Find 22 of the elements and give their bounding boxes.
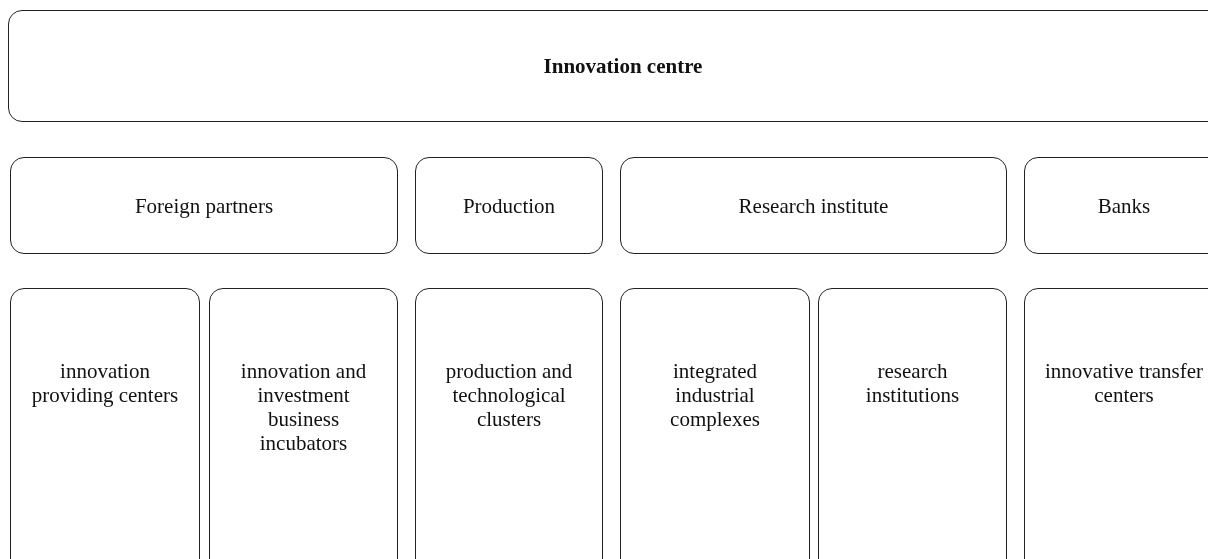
category-box: [415, 157, 603, 254]
category-box: [620, 157, 1007, 254]
item-box: [818, 288, 1007, 559]
box-label: Research institute: [737, 193, 890, 218]
item-box: [1024, 288, 1208, 559]
item-box: [620, 288, 810, 559]
item-box: [10, 288, 200, 559]
item-box: [209, 288, 398, 559]
box-label: production and technological clusters: [444, 359, 574, 431]
box-label: innovation providing centers: [30, 359, 180, 407]
box-label: integrated industrial complexes: [669, 359, 761, 431]
box-label: Production: [461, 193, 557, 218]
box-label: research institutions: [864, 359, 961, 407]
category-box: [1024, 157, 1208, 254]
title-text: Innovation centre: [542, 54, 704, 78]
item-box: [415, 288, 603, 559]
category-box: [10, 157, 398, 254]
box-label: Foreign partners: [133, 193, 275, 218]
box-label: innovation and investment business incubators: [239, 359, 368, 455]
header-box: [8, 10, 1208, 122]
box-label: innovative transfer centers: [1044, 359, 1204, 407]
box-label: Banks: [1096, 193, 1152, 218]
